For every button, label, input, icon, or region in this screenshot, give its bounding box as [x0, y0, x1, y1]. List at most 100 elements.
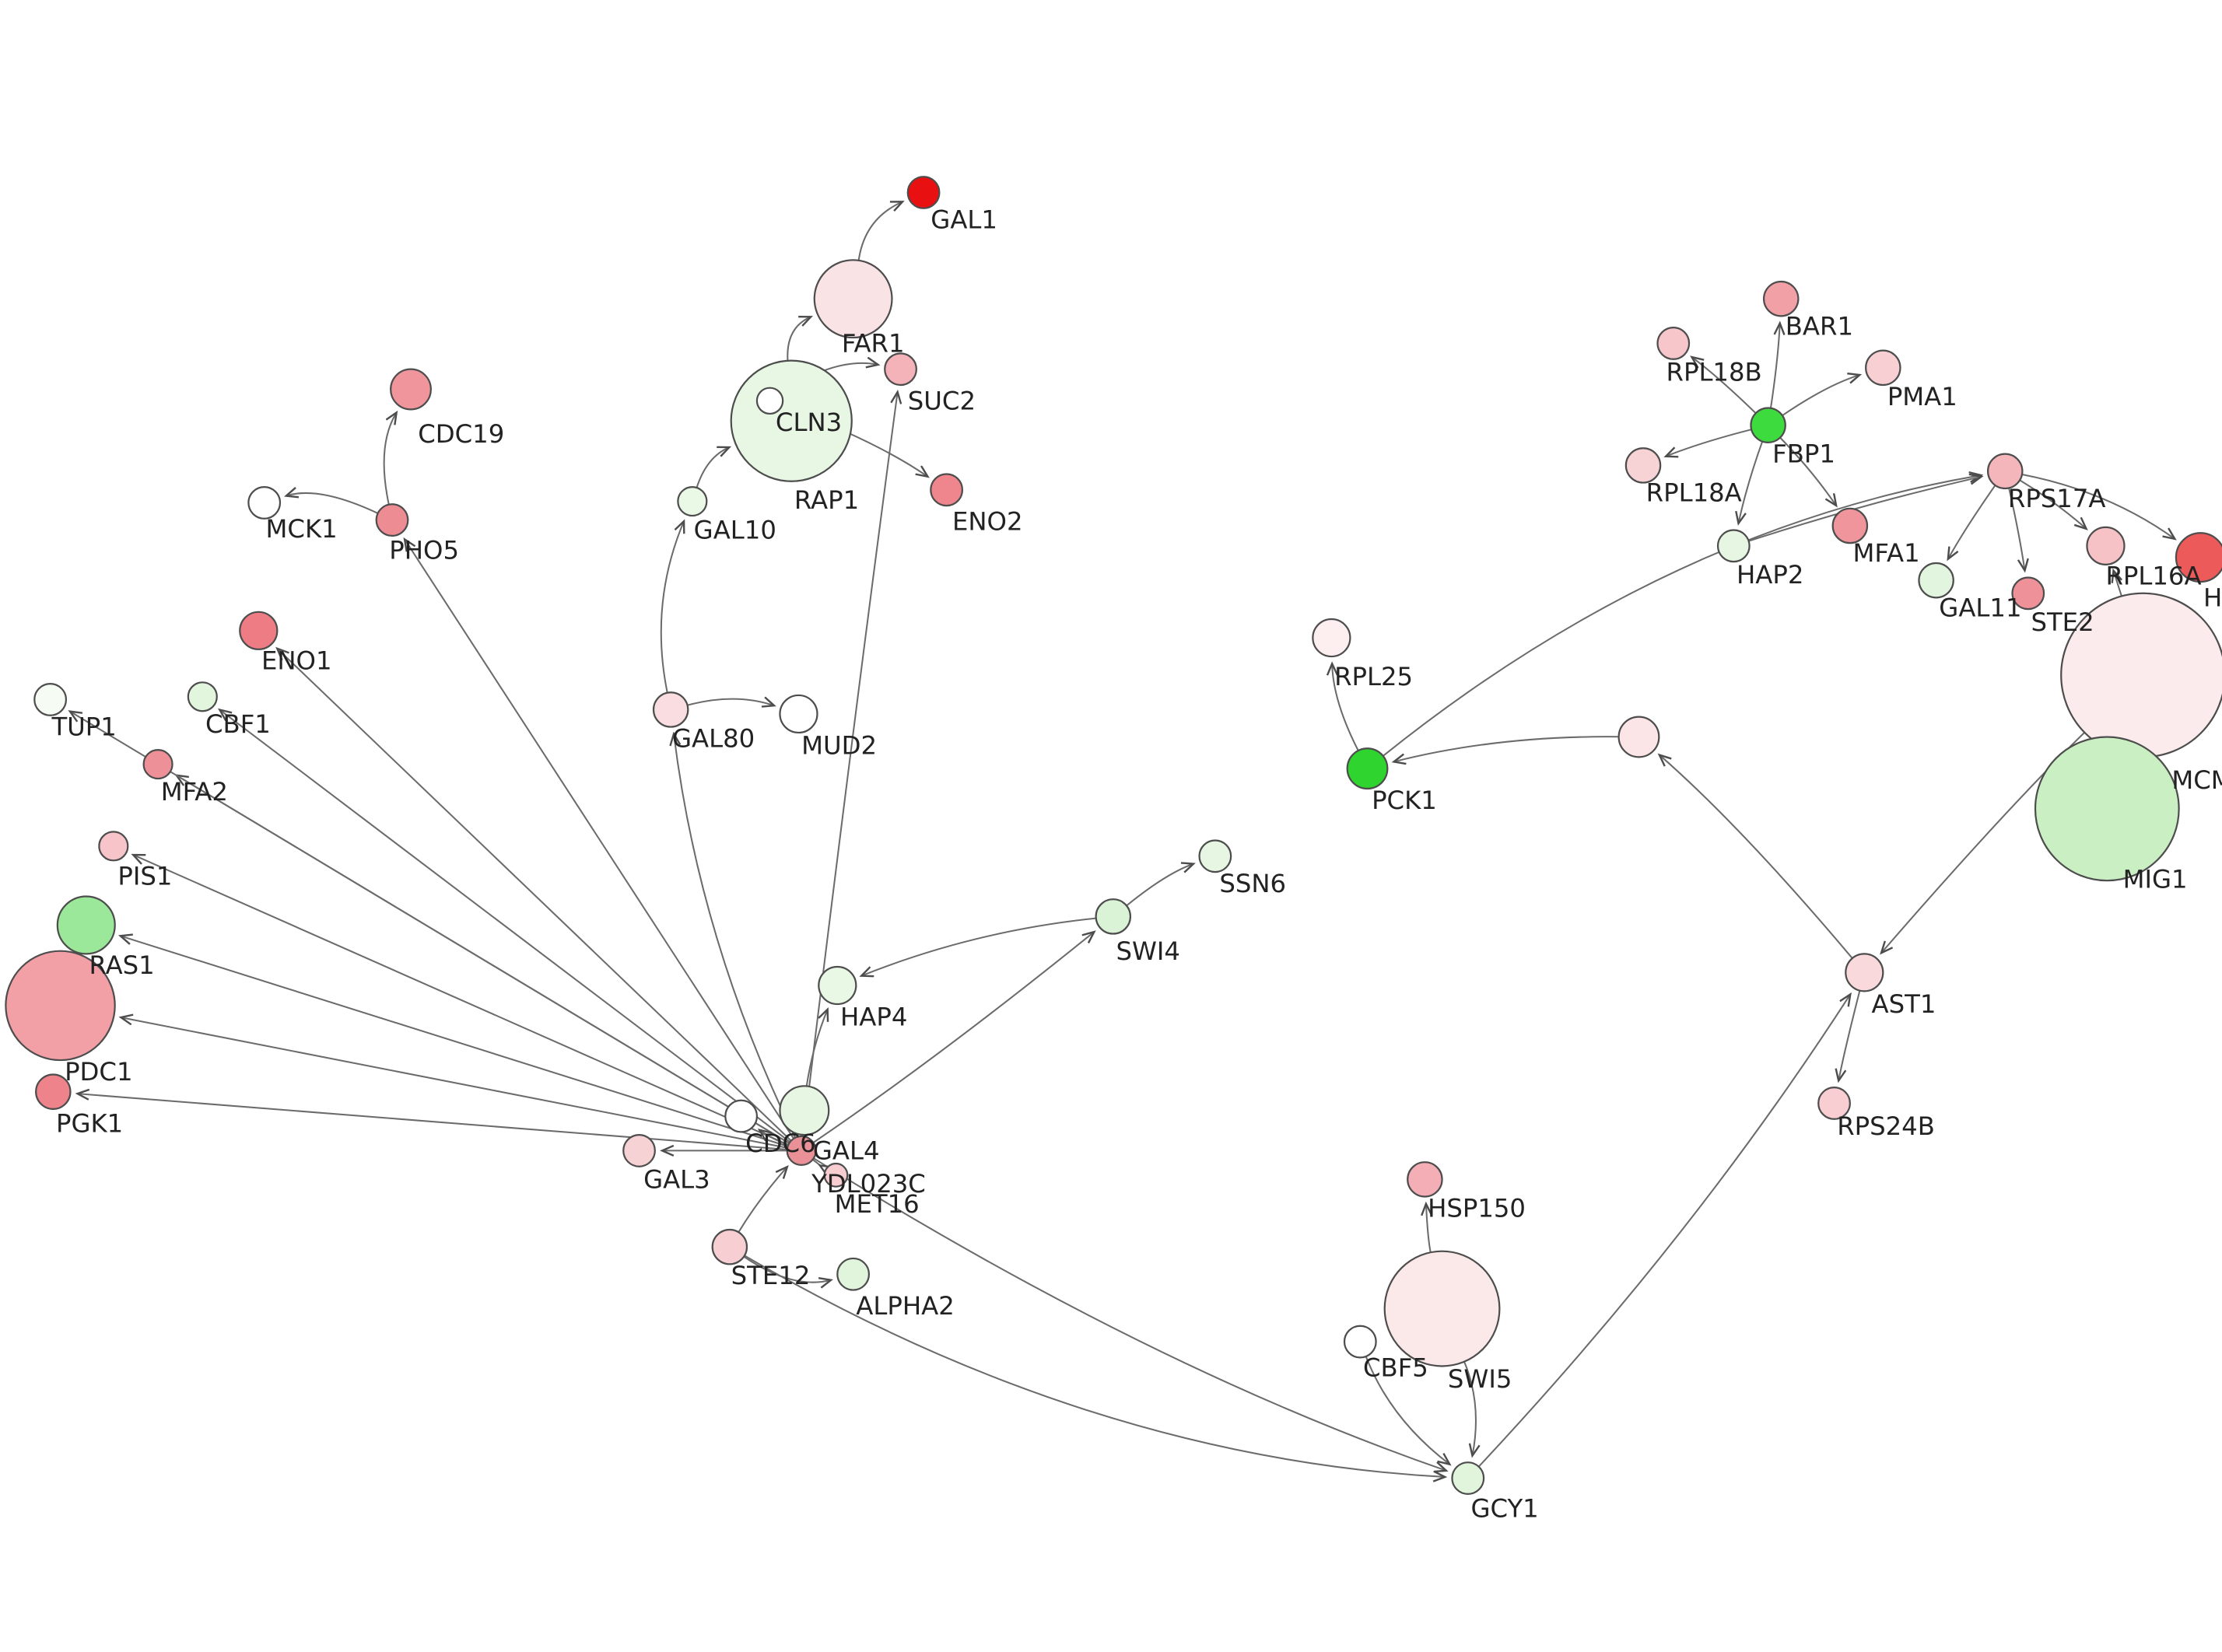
node-rps24b[interactable]	[1817, 1087, 1851, 1120]
edge-fbp1-pma1[interactable]	[1782, 375, 1859, 417]
edge-swi4-hap4[interactable]	[861, 917, 1096, 976]
edge-fbp1-bar1[interactable]	[1769, 324, 1780, 408]
edge-mcm1-rpl16a[interactable]	[2113, 571, 2123, 598]
edge-far1-gal1[interactable]	[857, 201, 902, 261]
node-eno2[interactable]	[930, 473, 964, 507]
node-mck1[interactable]	[247, 486, 282, 520]
node-ssn6[interactable]	[1198, 839, 1232, 873]
node-rps17a[interactable]	[1986, 453, 2024, 490]
edge-swi5-hsp150[interactable]	[1426, 1204, 1431, 1253]
node-his4[interactable]	[2175, 532, 2222, 583]
node-ras1[interactable]	[56, 895, 116, 955]
edge-pho5-mck1[interactable]	[286, 493, 379, 514]
node-mcm1[interactable]	[2060, 592, 2222, 758]
edge-rps17a-gal11[interactable]	[1948, 485, 1996, 559]
edge-gal4-pdc1[interactable]	[121, 1017, 788, 1149]
node-pis1[interactable]	[98, 831, 129, 862]
edge-swi4-ssn6[interactable]	[1126, 864, 1193, 907]
node-cdc19[interactable]	[390, 368, 432, 411]
node-mig1[interactable]	[2034, 736, 2180, 882]
edge-ast1-unk1[interactable]	[1659, 755, 1853, 959]
node-cln3[interactable]	[730, 359, 853, 482]
edge-gal4-eno1[interactable]	[277, 649, 792, 1142]
node-hap4[interactable]	[818, 965, 857, 1006]
node-gal3[interactable]	[622, 1133, 656, 1167]
edge-fbp1-rpl18b[interactable]	[1691, 357, 1757, 414]
node-rpl25[interactable]	[1312, 618, 1351, 658]
edge-gal4-gcy1[interactable]	[813, 1157, 1446, 1471]
edge-gal80-gal10[interactable]	[660, 521, 684, 693]
edge-gal4-gal80[interactable]	[674, 734, 796, 1139]
edge-gal4-swi4[interactable]	[812, 932, 1094, 1143]
edge-gal4-pho5[interactable]	[405, 539, 794, 1139]
node-met16[interactable]	[823, 1162, 849, 1188]
node-gal4[interactable]	[786, 1135, 817, 1166]
node-ste12[interactable]	[711, 1228, 748, 1265]
node-rap1[interactable]	[755, 387, 784, 415]
node-suc2[interactable]	[884, 352, 917, 387]
edge-ste12-gcy1[interactable]	[744, 1255, 1445, 1477]
node-alpha2[interactable]	[836, 1257, 871, 1291]
node-ydl023c[interactable]	[779, 1085, 830, 1136]
node-tup1[interactable]	[33, 683, 68, 716]
edge-gal4-tup1[interactable]	[70, 712, 790, 1144]
edge-gal10-cln3[interactable]	[696, 447, 730, 488]
node-cbf5[interactable]	[1343, 1325, 1377, 1359]
node-pma1[interactable]	[1865, 349, 1901, 387]
edge-gcy1-ast1[interactable]	[1477, 994, 1851, 1468]
node-pgk1[interactable]	[35, 1073, 72, 1110]
edge-gal4-pgk1[interactable]	[78, 1094, 787, 1150]
edge-fbp1-rpl18a[interactable]	[1666, 429, 1752, 457]
node-hap2[interactable]	[1716, 529, 1751, 563]
edge-rps17a-rpl16a[interactable]	[2019, 479, 2086, 528]
node-far1[interactable]	[813, 259, 893, 339]
edge-rps17a-his4[interactable]	[2021, 474, 2175, 539]
node-cdc6[interactable]	[724, 1099, 759, 1133]
edge-gal4-suc2[interactable]	[802, 392, 897, 1137]
edge-gal4-cbf1[interactable]	[219, 710, 791, 1143]
edge-pho5-cdc19[interactable]	[383, 412, 397, 505]
node-pdc1[interactable]	[5, 950, 116, 1062]
node-mfa1[interactable]	[1831, 507, 1869, 544]
edge-ste12-alpha2[interactable]	[743, 1255, 831, 1283]
node-gal11[interactable]	[1918, 562, 1954, 599]
node-gal1[interactable]	[906, 176, 941, 209]
edge-cln3-far1[interactable]	[787, 317, 811, 361]
edge-gal4-pis1[interactable]	[133, 855, 789, 1146]
node-eno1[interactable]	[239, 611, 279, 650]
edge-pck1-rps17a[interactable]	[1383, 475, 1982, 757]
node-gcy1[interactable]	[1451, 1461, 1485, 1495]
node-pck1[interactable]	[1346, 747, 1389, 790]
node-ste2[interactable]	[2011, 576, 2045, 611]
edge-gal80-mud2[interactable]	[687, 699, 774, 706]
node-mud2[interactable]	[779, 694, 818, 734]
edge-pck1-rpl25[interactable]	[1332, 663, 1359, 751]
node-pho5[interactable]	[375, 503, 409, 537]
node-gal10[interactable]	[677, 486, 708, 517]
node-fbp1[interactable]	[1750, 407, 1786, 443]
node-swi4[interactable]	[1095, 898, 1132, 935]
edge-ste12-gal4[interactable]	[738, 1167, 787, 1233]
edge-gal4-cdc6[interactable]	[759, 1130, 789, 1146]
edge-ast1-rps24b[interactable]	[1838, 990, 1861, 1081]
edge-fbp1-mfa1[interactable]	[1779, 436, 1836, 506]
node-bar1[interactable]	[1762, 280, 1800, 317]
edge-fbp1-hap2[interactable]	[1738, 441, 1764, 523]
node-rpl16a[interactable]	[2086, 526, 2126, 565]
node-hsp150[interactable]	[1407, 1161, 1443, 1198]
edge-cbf5-gcy1[interactable]	[1365, 1356, 1450, 1465]
node-rpl18b[interactable]	[1656, 326, 1691, 360]
node-unk1[interactable]	[1617, 716, 1660, 758]
node-gal80[interactable]	[652, 691, 689, 728]
edge-gal4-met16[interactable]	[812, 1159, 821, 1166]
edge-gal4-ras1[interactable]	[121, 936, 788, 1147]
edge-hap2-rps17a[interactable]	[1748, 477, 1982, 542]
node-cbf1[interactable]	[187, 681, 218, 712]
node-ast1[interactable]	[1845, 953, 1884, 992]
edge-rps17a-ste2[interactable]	[2008, 488, 2024, 570]
node-mfa2[interactable]	[142, 749, 173, 780]
edge-swi5-gcy1[interactable]	[1463, 1361, 1476, 1456]
edge-unk1-pck1[interactable]	[1394, 736, 1619, 761]
node-swi5[interactable]	[1383, 1250, 1501, 1367]
